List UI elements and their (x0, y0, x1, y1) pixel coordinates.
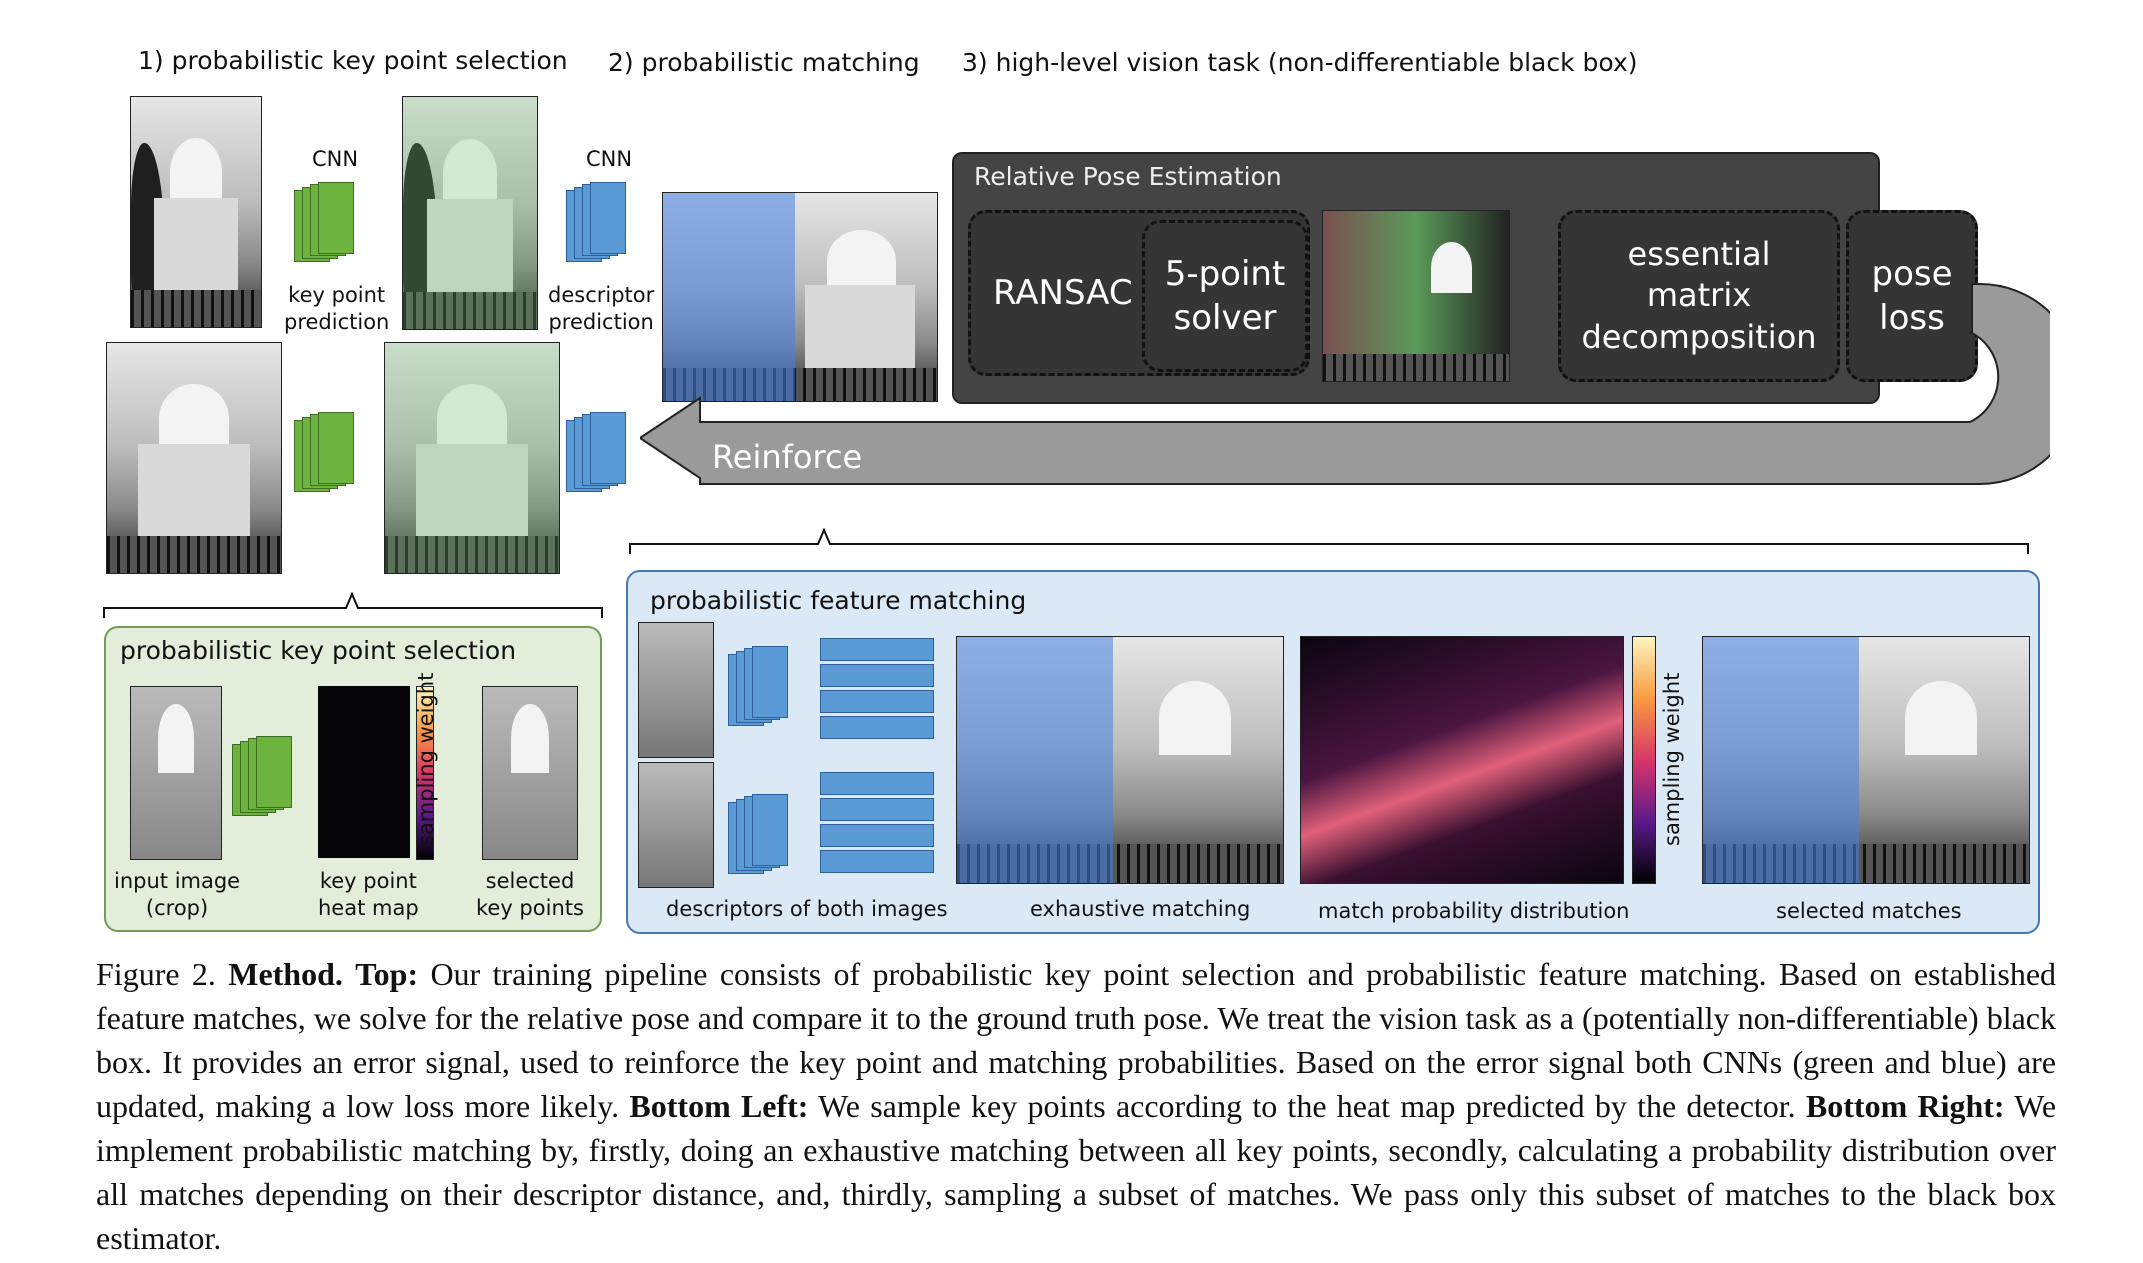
reinforce-label: Reinforce (712, 438, 863, 476)
pose-loss-box: pose loss (1846, 210, 1978, 382)
crop-image (130, 686, 222, 860)
essential-matrix-box: essential matrix decomposition (1558, 210, 1840, 382)
essential-label: essential matrix decomposition (1581, 234, 1817, 356)
left-brace (103, 591, 603, 618)
input-image-2 (106, 342, 282, 574)
descriptor-vector (820, 850, 934, 873)
green-cnn-icon (232, 736, 292, 816)
reinforce-arrow (640, 283, 2050, 485)
caption-fig: Figure 2. (96, 956, 216, 992)
distribution-label: match probability distribution (1318, 899, 1630, 923)
stage-1-heading: 1) probabilistic key point selection (138, 46, 568, 75)
descriptor-prediction-label: descriptor prediction (548, 283, 655, 335)
keypoint-heatmap (318, 686, 410, 858)
caption-top-text: Our training pipeline consists of probab… (96, 956, 2057, 1124)
descriptor-vector (820, 716, 934, 739)
blue-cnn-icon (728, 646, 788, 726)
keypoint-image-2 (384, 342, 560, 574)
exhaustive-label: exhaustive matching (1030, 897, 1251, 921)
input-image-label: input image (crop) (114, 869, 241, 921)
caption-top-label: Top: (355, 956, 419, 992)
keypoint-image-1 (402, 96, 538, 330)
caption-method: Method. (228, 956, 343, 992)
exhaustive-matching-image (956, 636, 1284, 884)
cnn-label-blue: CNN (586, 147, 633, 171)
descriptor-vector (820, 690, 934, 713)
fm-sampling-weight-label: sampling weight (1660, 672, 1684, 846)
figure-caption: Figure 2. Method. Top: Our training pipe… (96, 952, 2056, 1260)
ransac-label: RANSAC (993, 272, 1133, 313)
desc-crop-1 (638, 622, 714, 758)
kp-panel-title: probabilistic key point selection (120, 636, 517, 665)
solver-label: 5-point solver (1164, 253, 1286, 338)
descriptor-vector (820, 824, 934, 847)
input-image-1 (130, 96, 262, 328)
descriptor-vector (820, 772, 934, 795)
stage-3-heading: 3) high-level vision task (non-different… (962, 48, 1638, 77)
green-cnn-icon (294, 412, 354, 492)
selected-keypoints-image (482, 686, 578, 860)
match-probability-image (1300, 636, 1624, 884)
selected-matches-label: selected matches (1776, 899, 1962, 923)
descriptors-label: descriptors of both images (666, 897, 948, 921)
descriptor-vector (820, 638, 934, 661)
keypoint-prediction-label: key point prediction (284, 283, 390, 335)
caption-br-label: Bottom Right: (1805, 1088, 2005, 1124)
stage-2-heading: 2) probabilistic matching (608, 48, 920, 77)
caption-bl-text: We sample key points according to the he… (818, 1088, 1796, 1124)
caption-br-text: We implement probabilistic matching by, … (96, 1088, 2057, 1256)
selected-keypoints-label: selected key points (476, 869, 584, 921)
fm-panel-title: probabilistic feature matching (650, 586, 1027, 615)
inlier-matches-image (1322, 210, 1510, 382)
match-colorbar (1632, 636, 1656, 884)
matching-image (662, 192, 938, 402)
heatmap-colorbar (416, 686, 434, 860)
kp-sampling-weight-label: sampling weight (414, 672, 438, 846)
caption-bl-label: Bottom Left: (629, 1088, 809, 1124)
green-cnn-icon (294, 182, 354, 262)
pose-loss-label: pose loss (1871, 253, 1953, 338)
blue-cnn-icon (566, 412, 626, 492)
selected-matches-image (1702, 636, 2030, 884)
descriptor-vector (820, 798, 934, 821)
blue-cnn-icon (566, 182, 626, 262)
descriptor-vector (820, 664, 934, 687)
desc-crop-2 (638, 762, 714, 888)
rpe-title: Relative Pose Estimation (974, 162, 1282, 191)
blue-cnn-icon (728, 794, 788, 874)
cnn-label-green: CNN (312, 147, 359, 171)
five-point-solver-box: 5-point solver (1142, 220, 1308, 372)
right-brace (629, 527, 2029, 554)
heatmap-label: key point heat map (318, 869, 419, 921)
